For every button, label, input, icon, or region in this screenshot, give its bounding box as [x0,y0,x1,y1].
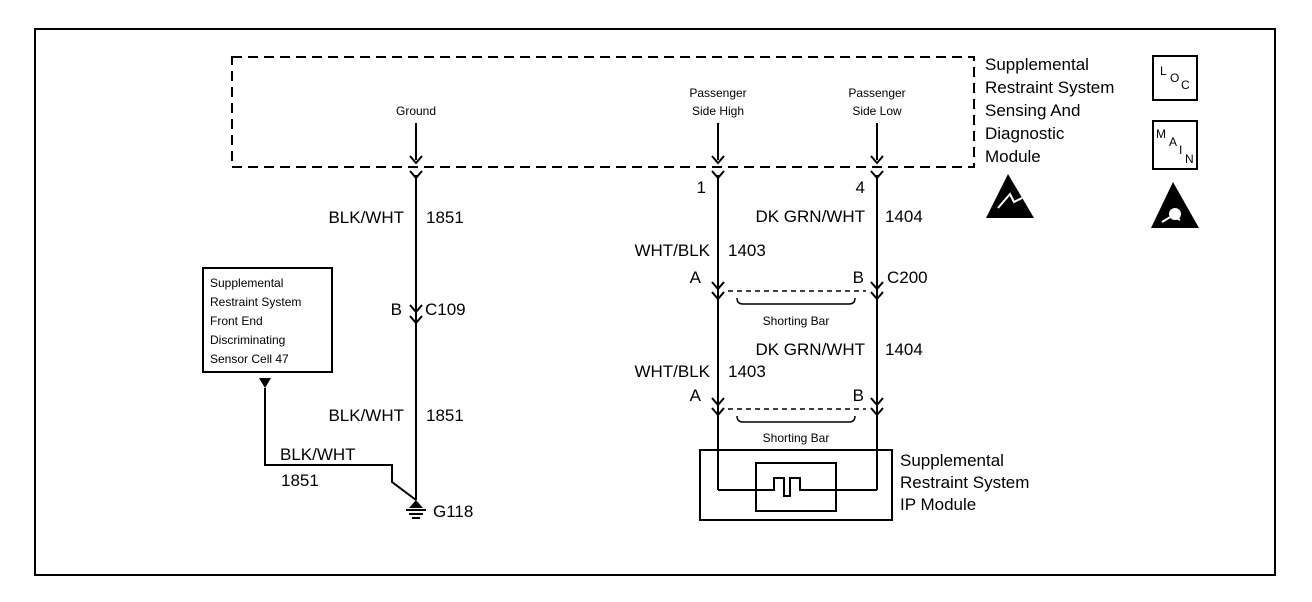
svg-text:I: I [1179,143,1182,157]
svg-text:Ground: Ground [396,104,436,118]
g118-ground-label: G118 [433,502,473,521]
c109-connector-label: C109 [425,300,466,319]
lower-high-wire-circuit: 1403 [728,362,766,381]
svg-text:Passenger: Passenger [689,86,746,100]
main-icon: M A I N [1152,120,1198,170]
svg-text:Side Low: Side Low [852,104,902,118]
page-frame [34,28,1276,576]
ground-symbol-g118 [406,500,426,519]
svg-text:N: N [1185,152,1194,166]
low-pin-number: 4 [856,178,865,197]
upper-high-wire-color: WHT/BLK [634,241,710,260]
svg-text:Restraint System: Restraint System [985,78,1114,97]
c200-shorting-bar-label: Shorting Bar [763,314,830,328]
svg-text:L: L [1160,64,1167,78]
ip-pin-b: B [853,386,864,405]
c200-pin-a: A [690,268,702,287]
svg-text:A: A [1169,135,1177,149]
ground-lower-wire-color: BLK/WHT [328,406,404,425]
svg-text:Front End: Front End [210,314,263,328]
svg-text:Supplemental: Supplemental [210,276,283,290]
ground-lower-wire-circuit: 1851 [426,406,464,425]
svg-text:Passenger: Passenger [848,86,905,100]
ground-pin-label: Ground [396,104,436,118]
svg-text:M: M [1156,127,1166,141]
sdm-module-boundary [231,56,975,168]
upper-low-wire-circuit: 1404 [885,207,923,226]
ip-pin-a: A [690,386,702,405]
lower-low-wire-circuit: 1404 [885,340,923,359]
location-icon: L O C [1152,55,1198,101]
sdm-module-name: Supplemental Restraint System Sensing An… [985,55,1114,166]
ip-module-squib-wire [718,477,877,497]
lower-low-wire-color: DK GRN/WHT [755,340,865,359]
c200-pin-b: B [853,268,864,287]
svg-text:Side High: Side High [692,104,744,118]
front-sensor-name: Supplemental Restraint System Front End … [210,276,301,366]
upper-low-wire-color: DK GRN/WHT [755,207,865,226]
sensor-wire-color: BLK/WHT [280,445,356,464]
svg-text:Supplemental: Supplemental [985,55,1089,74]
ip-module-name: Supplemental Restraint System IP Module [900,451,1029,514]
ip-shorting-bar-label: Shorting Bar [763,431,830,445]
passenger-low-pin-label: Passenger Side Low [848,86,905,118]
svg-text:Module: Module [985,147,1041,166]
svg-text:Restraint System: Restraint System [210,295,301,309]
esd-warning-icon [986,174,1034,218]
sensor-wire-circuit: 1851 [281,471,319,490]
ground-upper-wire-circuit: 1851 [426,208,464,227]
svg-text:Sensor Cell 47: Sensor Cell 47 [210,352,289,366]
svg-text:Sensing And: Sensing And [985,101,1080,120]
sensor-ground-wire [264,388,417,501]
sensor-ground-terminal [259,378,271,388]
svg-text:Diagnostic: Diagnostic [985,124,1065,143]
ip-shorting-bar-bracket [736,415,856,423]
c200-shorting-bar-bracket [736,297,856,305]
ip-module-box [699,449,893,521]
svg-text:O: O [1170,71,1179,85]
svg-text:C: C [1181,78,1190,92]
ground-upper-wire-color: BLK/WHT [328,208,404,227]
svg-text:Discriminating: Discriminating [210,333,285,347]
lower-high-wire-color: WHT/BLK [634,362,710,381]
svg-text:Restraint System: Restraint System [900,473,1029,492]
ip-module-inflator [755,462,837,512]
airbag-warning-icon [1151,182,1199,228]
c109-pin-label: B [391,300,402,319]
c200-connector-label: C200 [887,268,928,287]
passenger-high-pin-label: Passenger Side High [689,86,746,118]
svg-text:Supplemental: Supplemental [900,451,1004,470]
upper-high-wire-circuit: 1403 [728,241,766,260]
high-pin-number: 1 [697,178,706,197]
svg-text:IP Module: IP Module [900,495,976,514]
front-sensor-box [202,267,333,373]
